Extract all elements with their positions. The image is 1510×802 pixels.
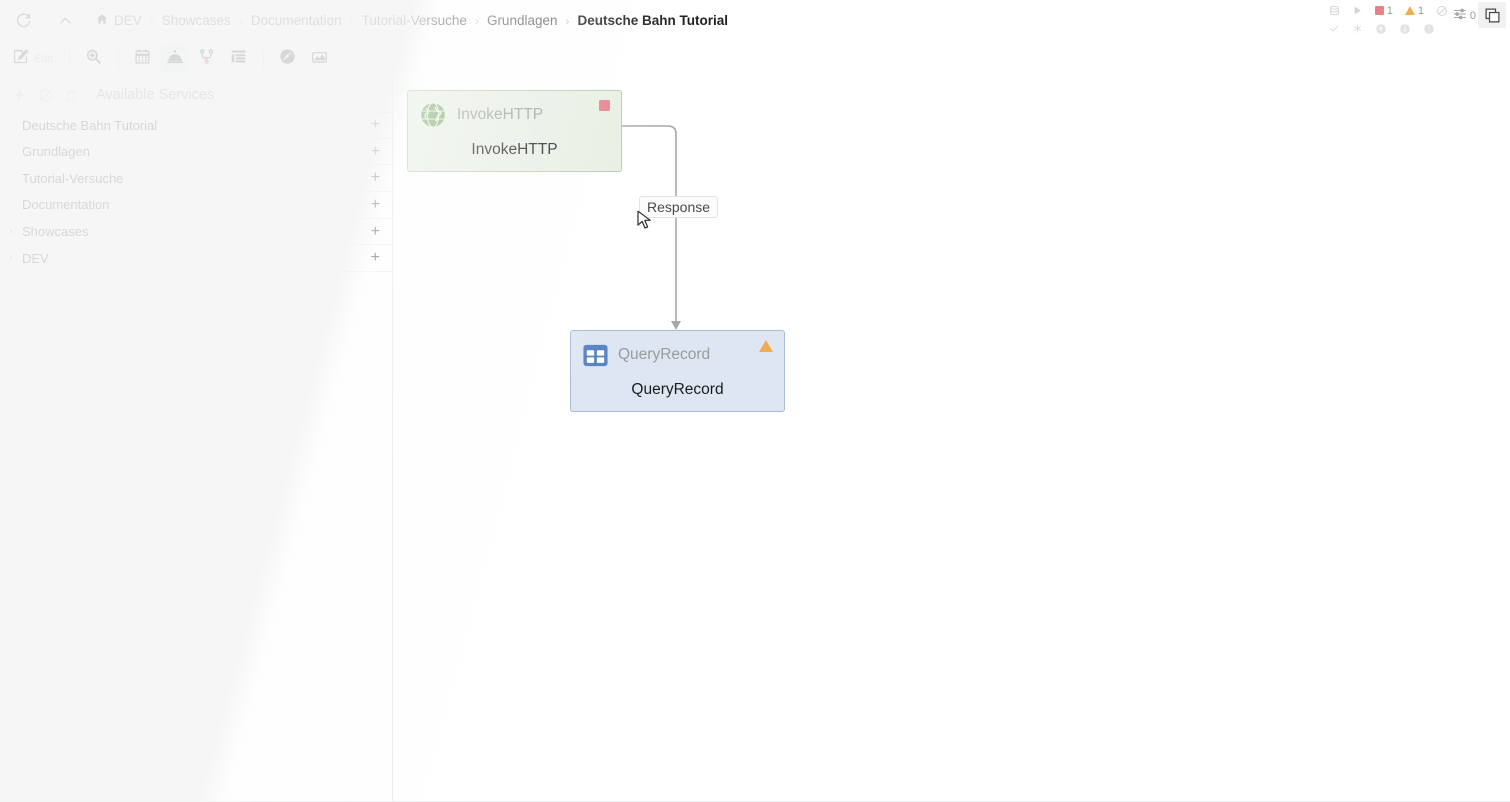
search-button[interactable]: [80, 46, 108, 72]
calendar-button[interactable]: [129, 46, 157, 72]
available-services-title: Available Services: [96, 87, 215, 103]
breadcrumb-item-4[interactable]: Grundlagen: [486, 13, 558, 28]
parameters-button[interactable]: [225, 46, 253, 72]
processor-name-label: InvokeHTTP: [471, 141, 558, 158]
services-button[interactable]: [160, 46, 189, 72]
stacked-windows-icon[interactable]: [1478, 2, 1506, 28]
chevron-up-icon[interactable]: [50, 6, 80, 36]
info-circle-icon: [1399, 23, 1411, 35]
list-indent-icon: [230, 48, 247, 70]
breadcrumb-separator: ›: [238, 13, 243, 28]
add-service-button[interactable]: +: [370, 195, 380, 213]
calendar-icon: [134, 48, 151, 70]
breadcrumb-separator: ›: [474, 13, 479, 28]
stop-square-icon: [1374, 6, 1384, 15]
edit-button-label: Edit: [34, 53, 53, 65]
refresh-icon[interactable]: [8, 6, 38, 36]
breadcrumb: DEV › Showcases › Documentation › Tutori…: [96, 13, 729, 28]
processor-node-invokehttp[interactable]: InvokeHTTP InvokeHTTP: [407, 90, 622, 172]
invalid-count: 1: [1404, 5, 1424, 17]
gauge-icon: [279, 48, 296, 70]
queued-flowfiles-indicator: 0: [1453, 8, 1476, 23]
service-group-list: › Deutsche Bahn Tutorial + › Grundlagen …: [0, 112, 392, 273]
sidebar-item-label: Documentation: [22, 197, 110, 213]
add-service-button[interactable]: +: [370, 169, 380, 187]
stop-square-icon: [599, 100, 610, 111]
connection-invokehttp-to-queryrecord[interactable]: [622, 125, 681, 330]
main-toolbar: Edit: [0, 41, 1510, 77]
sidebar-item-label: Showcases: [22, 224, 89, 240]
add-service-button[interactable]: +: [370, 116, 380, 134]
breadcrumb-item-3[interactable]: Tutorial-Versuche: [361, 13, 467, 28]
processor-name-label: QueryRecord: [631, 381, 724, 398]
breadcrumb-item-1[interactable]: Showcases: [161, 13, 231, 28]
play-icon: [1352, 5, 1363, 16]
toolbar-divider: [68, 49, 70, 69]
edit-button[interactable]: Edit: [8, 46, 59, 72]
git-branch-icon: [198, 48, 215, 70]
sidebar-item-label: DEV: [22, 250, 49, 266]
toolbar-divider: [262, 49, 264, 69]
stopped-count: 1: [1374, 5, 1393, 17]
up-circle-icon: [1375, 23, 1387, 35]
stack-icon: [1329, 5, 1340, 16]
sidebar-item-tutorial-versuche[interactable]: › Tutorial-Versuche +: [0, 165, 392, 193]
question-circle-icon: ?: [1423, 23, 1435, 35]
sidebar-item-deutsche-bahn-tutorial[interactable]: › Deutsche Bahn Tutorial +: [0, 112, 392, 139]
breadcrumb-item-2[interactable]: Documentation: [250, 13, 342, 28]
lightning-bolt-icon[interactable]: [6, 82, 32, 108]
versioning-button[interactable]: [193, 46, 221, 72]
sidebar-item-dev[interactable]: › DEV +: [0, 245, 392, 273]
home-icon[interactable]: [96, 13, 108, 28]
flow-canvas[interactable]: InvokeHTTP InvokeHTTP QueryR: [394, 78, 1510, 802]
no-entry-icon[interactable]: [32, 82, 58, 108]
disabled-icon: [1436, 5, 1448, 17]
sidebar-item-label: Deutsche Bahn Tutorial: [22, 117, 158, 133]
available-services-panel: Available Services › Deutsche Bahn Tutor…: [0, 78, 393, 802]
sidebar-item-label: Tutorial-Versuche: [22, 170, 124, 186]
table-grid-icon: [582, 342, 608, 368]
processor-header: InvokeHTTP: [408, 91, 621, 139]
breadcrumb-separator: ›: [149, 13, 154, 28]
warning-triangle-icon: [1404, 6, 1415, 15]
queued-count: 0: [1469, 9, 1476, 22]
chevron-right-icon[interactable]: ›: [9, 226, 13, 238]
warning-triangle-icon[interactable]: [759, 340, 773, 352]
processor-type-label: QueryRecord: [618, 346, 711, 363]
add-service-button[interactable]: +: [370, 222, 380, 240]
service-bell-icon: [166, 48, 184, 71]
sidebar-item-label: Grundlagen: [22, 144, 90, 160]
check-icon: [1329, 23, 1340, 34]
breadcrumb-item-0[interactable]: DEV: [114, 13, 142, 28]
sidebar-item-documentation[interactable]: › Documentation +: [0, 192, 392, 219]
available-services-header: Available Services: [0, 78, 392, 112]
connection-layer: [622, 125, 681, 330]
pencil-square-icon: [12, 48, 29, 70]
queue-icon: [1453, 8, 1467, 23]
processor-node-queryrecord[interactable]: QueryRecord QueryRecord: [570, 330, 785, 412]
sidebar-item-showcases[interactable]: › Showcases +: [0, 219, 392, 246]
status-history-button[interactable]: [274, 46, 302, 72]
breadcrumb-separator: ›: [349, 13, 354, 28]
summary-button[interactable]: [306, 46, 334, 72]
globe-icon: [419, 101, 447, 129]
bar-chart-icon: [311, 48, 328, 70]
add-service-button[interactable]: +: [370, 142, 380, 160]
flow-status-row-primary: 1 1: [1329, 2, 1448, 19]
breadcrumb-item-current: Deutsche Bahn Tutorial: [577, 13, 729, 28]
search-plus-icon: [85, 48, 102, 70]
app-header: DEV › Showcases › Documentation › Tutori…: [0, 0, 1510, 41]
flow-status-cluster: 1 1: [1329, 2, 1448, 37]
processor-type-label: InvokeHTTP: [457, 106, 544, 123]
add-service-button[interactable]: +: [370, 249, 380, 267]
flow-status-row-secondary: ?: [1329, 20, 1448, 37]
processor-header: QueryRecord: [571, 331, 784, 379]
sidebar-item-grundlagen[interactable]: › Grundlagen +: [0, 139, 392, 166]
trash-icon[interactable]: [58, 82, 84, 108]
chevron-right-icon[interactable]: ›: [9, 252, 13, 264]
toolbar-divider: [117, 49, 119, 69]
breadcrumb-separator: ›: [565, 13, 570, 28]
connection-label[interactable]: Response: [639, 196, 719, 218]
asterisk-icon: [1352, 23, 1363, 34]
